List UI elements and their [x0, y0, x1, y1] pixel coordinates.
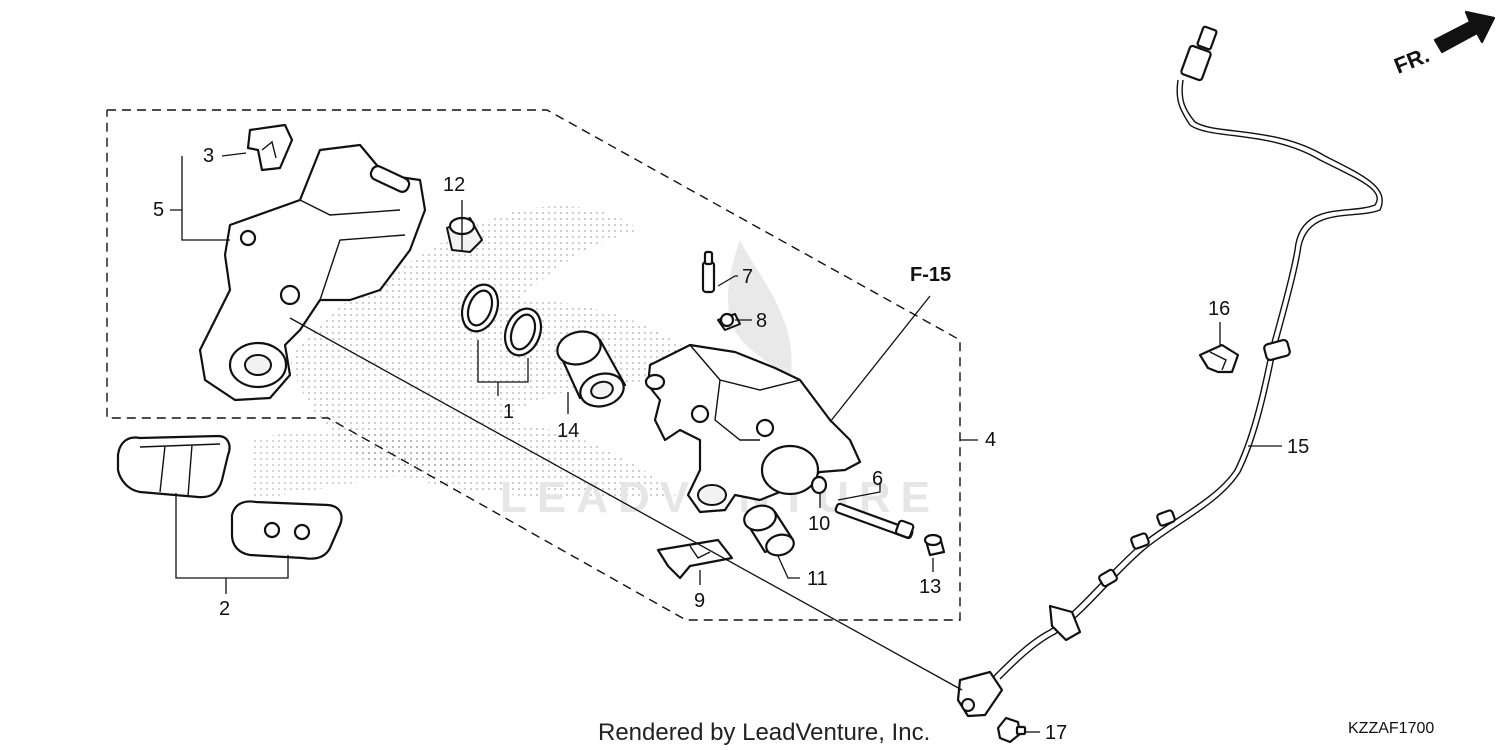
callout-13: 13	[919, 576, 941, 598]
callout-1: 1	[503, 401, 514, 423]
assembly-boundary	[106, 109, 961, 621]
callout-8: 8	[756, 310, 767, 332]
callout-16: 16	[1208, 298, 1230, 320]
callout-10: 10	[808, 513, 830, 535]
reference-label: F-15	[910, 264, 951, 286]
caliper-bracket	[198, 143, 427, 402]
wheel-speed-sensor	[956, 25, 1383, 718]
front-direction-arrow	[1433, 10, 1496, 54]
leader-lines	[170, 152, 1282, 733]
pad-spring	[246, 123, 294, 172]
caliper-pin	[810, 475, 915, 540]
callout-9: 9	[694, 590, 705, 612]
callout-5: 5	[153, 199, 164, 221]
callout-2: 2	[219, 598, 230, 620]
watermark-logo	[250, 206, 792, 500]
footer-credit: Rendered by LeadVenture, Inc.	[598, 719, 930, 746]
sensor-bolt	[996, 716, 1027, 744]
caliper-body	[644, 343, 862, 514]
callout-11: 11	[807, 568, 828, 590]
callout-12: 12	[443, 174, 465, 196]
callout-7: 7	[742, 266, 753, 288]
front-direction-label: FR.	[1391, 42, 1433, 78]
callout-3: 3	[203, 145, 214, 167]
bleeder-valve	[701, 250, 741, 331]
pad-retainer-plate	[656, 538, 734, 580]
brake-pads	[116, 434, 343, 560]
pin-cap	[923, 533, 946, 557]
diagram-code: KZZAF1700	[1348, 720, 1434, 737]
pin-sleeve	[743, 504, 795, 557]
callout-6: 6	[872, 468, 883, 490]
callout-4: 4	[985, 429, 996, 451]
callout-15: 15	[1287, 436, 1309, 458]
callout-17: 17	[1045, 722, 1067, 744]
callout-14: 14	[557, 420, 579, 442]
sensor-clip	[1198, 343, 1240, 374]
piston-seals	[460, 283, 543, 357]
caliper-piston	[556, 330, 627, 408]
